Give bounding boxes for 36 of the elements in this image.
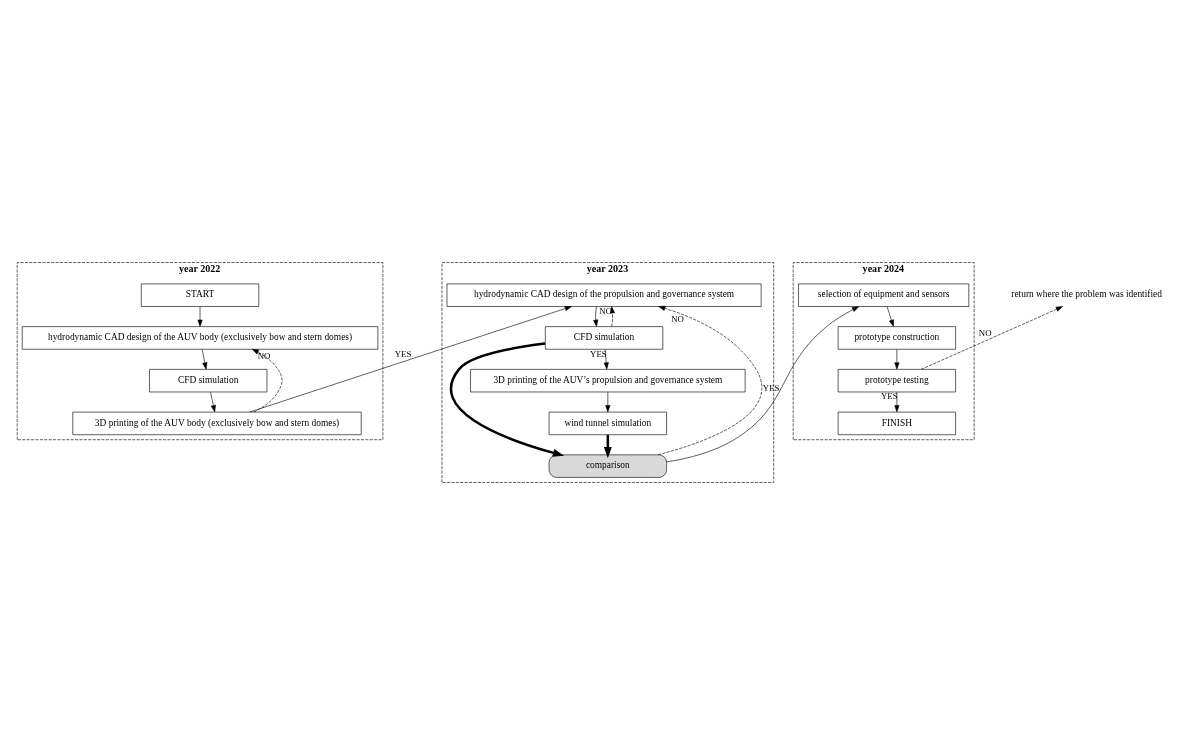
node-box: selection of equipment and sensors	[798, 283, 970, 307]
arrow	[894, 348, 900, 369]
edge-label: YES	[394, 348, 412, 359]
arrow	[449, 341, 565, 457]
arrow	[251, 348, 283, 412]
edge-label: NO	[671, 313, 684, 324]
node-box: CFD simulation	[149, 368, 268, 392]
arrow	[920, 305, 1063, 370]
arrow	[210, 391, 216, 412]
arrow	[593, 305, 599, 327]
arrow	[894, 391, 900, 412]
node-box: hydrodynamic CAD design of the AUV body (exclusively bow and stern domes)	[21, 325, 379, 350]
arrow	[197, 305, 203, 327]
node-box: comparison	[548, 454, 667, 478]
node-box: CFD simulation	[545, 325, 664, 350]
node-box: START	[140, 283, 260, 307]
arrow	[657, 305, 763, 455]
edge-label: NO	[257, 350, 271, 361]
node-box: prototype testing	[837, 368, 956, 392]
edge-label: YES	[762, 382, 780, 393]
node-box: prototype construction	[837, 325, 956, 350]
arrow	[666, 305, 860, 462]
node-text: return where the problem was identified	[1011, 288, 1162, 299]
node-box: hydrodynamic CAD design of the propulsion and governance system	[446, 283, 762, 307]
edge-label: YES	[881, 390, 898, 401]
node-box: 3D printing of the AUV body (exclusively bow and stern domes)	[72, 411, 362, 435]
arrow	[886, 305, 894, 327]
node-box: wind tunnel simulation	[548, 411, 667, 435]
edge-label: YES	[590, 348, 607, 359]
edge-label: NO	[978, 327, 992, 338]
arrow	[603, 348, 609, 369]
node-box: FINISH	[837, 411, 956, 435]
node-box: 3D printing of the AUV’s propulsion and governance system	[470, 368, 746, 392]
arrow	[249, 305, 572, 412]
arrow	[605, 391, 611, 412]
arrow	[201, 348, 208, 369]
